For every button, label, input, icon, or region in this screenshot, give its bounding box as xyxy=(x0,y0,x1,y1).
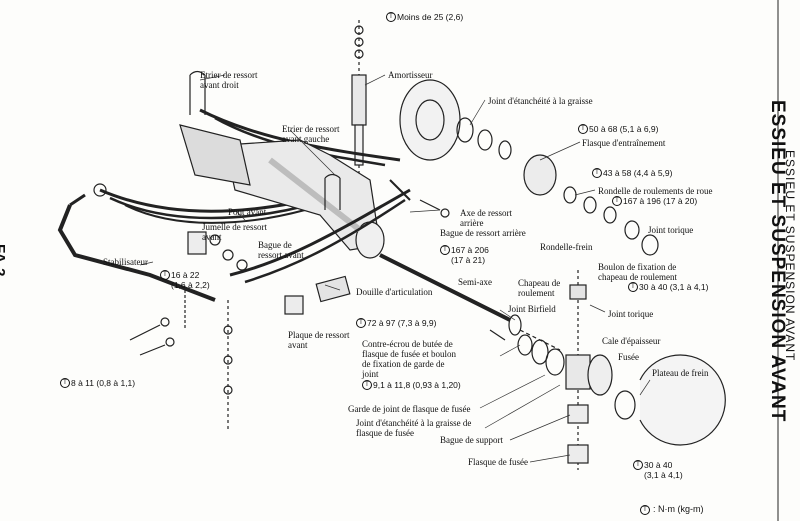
torque-16-22: 16 à 22 (1,6 à 2,2) xyxy=(160,270,210,290)
lower-spring-drawing xyxy=(229,179,411,284)
torque-167-206: 167 à 206 (17 à 21) xyxy=(440,245,489,265)
label-bague-support: Bague de support xyxy=(440,435,503,445)
label-joint-torique-2: Joint torique xyxy=(608,309,654,319)
label-rondelle-roulements: Rondelle de roulements de roue xyxy=(598,186,713,196)
page-code: FA-2 xyxy=(0,244,8,277)
section-header: ESSIEU ET SUSPENSION AVANT xyxy=(783,150,797,362)
torque-72-97: 72 à 97 (7,3 à 9,9) xyxy=(356,318,436,328)
label-plaque-ressort: Plaque de ressort avant xyxy=(288,330,350,350)
knuckle-assembly-drawing xyxy=(517,270,726,470)
label-joint-birfield: Joint Birfield xyxy=(508,304,556,314)
brake-disc-drawing xyxy=(399,79,659,256)
label-boulon-chapeau: Boulon de fixation de chapeau de rouleme… xyxy=(598,262,677,282)
torque-30-40-b: 30 à 40 (3,1 à 4,1) xyxy=(633,460,683,480)
torque-symbol-icon: T xyxy=(640,505,650,515)
torque-30-40-a: 30 à 40 (3,1 à 4,1) xyxy=(628,282,708,292)
torque-moins-25: Moins de 25 (2,6) xyxy=(386,12,463,22)
label-garde-joint: Garde de joint de flasque de fusée xyxy=(348,404,471,414)
torque-167-196: 167 à 196 (17 à 20) xyxy=(612,196,697,206)
label-axe-ressort: Axe de ressort arrière xyxy=(460,208,512,228)
label-flasque-entrainement: Flasque d'entraînement xyxy=(582,138,666,148)
label-contre-ecrou: Contre-écrou de butée de flasque de fusé… xyxy=(362,339,456,379)
label-bague-ressort-avant: Bague de ressort avant xyxy=(258,240,304,260)
bolt-cluster-drawing xyxy=(129,199,506,356)
torque-legend: T: N·m (kg-m) xyxy=(640,504,704,515)
semi-axle-drawing xyxy=(379,253,561,351)
label-joint-graisse: Joint d'étanchéité à la graisse xyxy=(488,96,593,106)
label-douille: Douille d'articulation xyxy=(356,287,433,297)
label-rondelle-frein: Rondelle-frein xyxy=(540,242,593,252)
leader-lines xyxy=(139,74,651,463)
legend-text: : N·m (kg-m) xyxy=(653,504,704,514)
label-plateau-frein: Plateau de frein xyxy=(652,368,709,378)
label-etrier-gauche: Etrier de ressort avant gauche xyxy=(282,124,340,144)
label-etrier-droit: Etrier de ressort avant droit xyxy=(200,70,258,90)
torque-50-68: 50 à 68 (5,1 à 6,9) xyxy=(578,124,658,134)
label-fusee: Fusée xyxy=(618,352,639,362)
label-flasque-fusee: Flasque de fusée xyxy=(468,457,528,467)
label-joint-torique-1: Joint torique xyxy=(648,225,694,235)
label-cale: Cale d'épaisseur xyxy=(602,336,661,346)
label-pont-avant: Pont avant xyxy=(228,207,267,217)
label-amortisseur: Amortisseur xyxy=(388,70,433,80)
torque-43-58: 43 à 58 (4,4 à 5,9) xyxy=(592,168,672,178)
label-chapeau-roulement: Chapeau de roulement xyxy=(518,278,561,298)
shackle-parts-drawing xyxy=(187,231,351,315)
label-joint-graisse-fusee: Joint d'étanchéité à la graisse de flasq… xyxy=(356,418,472,438)
torque-8-11: 8 à 11 (0,8 à 1,1) xyxy=(60,378,135,388)
u-bolt-drawing xyxy=(189,70,341,210)
label-jumelle: Jumelle de ressort avant xyxy=(202,222,267,242)
label-bague-ressort-arriere: Bague de ressort arrière xyxy=(440,228,526,238)
front-axle-drawing xyxy=(179,124,385,259)
label-stabilisateur: Stabilisateur xyxy=(103,257,148,267)
label-semi-axe: Semi-axe xyxy=(458,277,492,287)
torque-9-11: 9,1 à 11,8 (0,93 à 1,20) xyxy=(362,380,461,390)
